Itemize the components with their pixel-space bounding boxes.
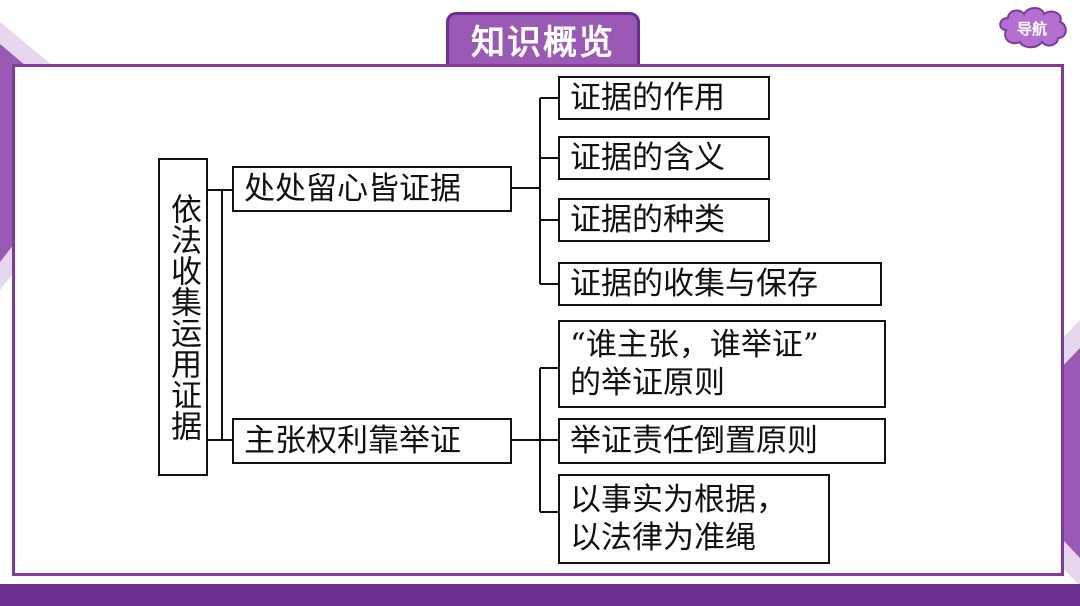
nav-label: 导航 (1016, 19, 1047, 38)
leaf-node: 证据的作用 (558, 76, 770, 120)
branch-label: 处处留心皆证据 (244, 171, 461, 207)
nav-button[interactable]: 导航 (996, 6, 1068, 50)
root-node: 依法收集运用证据 (158, 158, 208, 476)
leaf-node: 证据的含义 (558, 136, 770, 180)
page-title: 知识概览 (446, 12, 640, 64)
leaf-label-line: 以法律为准绳 (570, 520, 756, 556)
branch-node-evidence: 处处留心皆证据 (232, 166, 512, 212)
leaf-label-line: “谁主张，谁举证” (570, 327, 819, 363)
leaf-label: 举证责任倒置原则 (570, 423, 818, 459)
branch-node-burden-of-proof: 主张权利靠举证 (232, 418, 512, 464)
cloud-icon (999, 7, 1067, 49)
leaf-node: 以事实为根据， 以法律为准绳 (558, 474, 830, 564)
leaf-label: 证据的种类 (570, 202, 725, 238)
branch-label: 主张权利靠举证 (244, 423, 461, 459)
leaf-label-line: 以事实为根据， (570, 482, 787, 518)
leaf-label: 证据的收集与保存 (570, 266, 818, 302)
leaf-node: 证据的收集与保存 (558, 262, 882, 306)
leaf-label: 证据的作用 (570, 80, 725, 116)
leaf-node: 举证责任倒置原则 (558, 418, 886, 464)
root-label: 依法收集运用证据 (165, 193, 201, 441)
leaf-node: 证据的种类 (558, 198, 770, 242)
bottom-bar (0, 584, 1080, 606)
leaf-label: 证据的含义 (570, 140, 725, 176)
leaf-label-line: 的举证原则 (570, 365, 725, 401)
leaf-node: “谁主张，谁举证” 的举证原则 (558, 320, 886, 408)
